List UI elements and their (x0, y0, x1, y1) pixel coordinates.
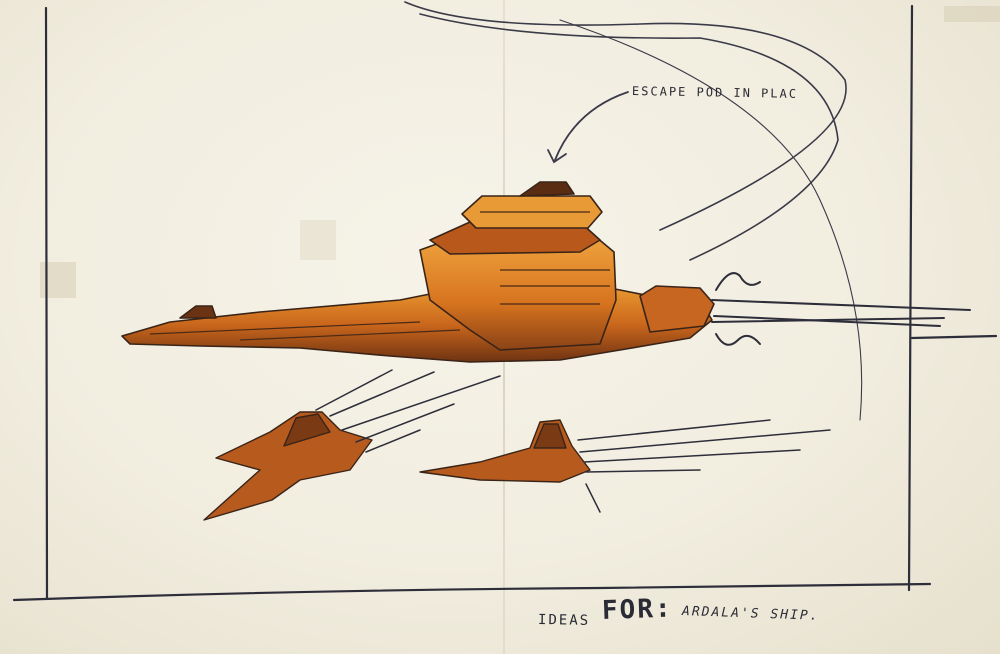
main-ship-exhaust (711, 272, 971, 346)
escape-pod-note: ESCAPE POD IN PLAC (631, 84, 799, 101)
main-ship-hull (121, 287, 713, 363)
tape-middle (300, 220, 336, 260)
frame-right-extension (910, 334, 998, 340)
fighter-right (419, 419, 591, 483)
tape-top-right (944, 6, 1000, 22)
fighter-left (203, 411, 373, 521)
fighter-left-body (203, 411, 373, 521)
caption-ideas: IDEAS (537, 612, 591, 629)
fighter-left-exhaust (315, 369, 501, 453)
frame-border (12, 4, 998, 602)
frame-left-line (44, 6, 49, 600)
frame-bottom-line (12, 582, 932, 602)
trajectory-stroke-1 (404, 1, 847, 231)
trajectory-stroke-3 (559, 19, 863, 421)
fighter-right-exhaust (577, 419, 831, 513)
trajectory-stroke-2 (419, 13, 839, 261)
caption-for: FOR: (601, 593, 674, 626)
escape-pod-arrow (547, 91, 629, 164)
main-ship (121, 181, 715, 363)
main-ship-escape-pod (519, 181, 575, 197)
main-ship-nose-turret (179, 305, 217, 319)
main-ship-panel-lines (149, 211, 610, 341)
frame-right-line (907, 4, 914, 592)
fighter-right-body (419, 419, 591, 483)
trajectory-lines (404, 1, 863, 421)
main-ship-rear-engine (639, 285, 715, 333)
